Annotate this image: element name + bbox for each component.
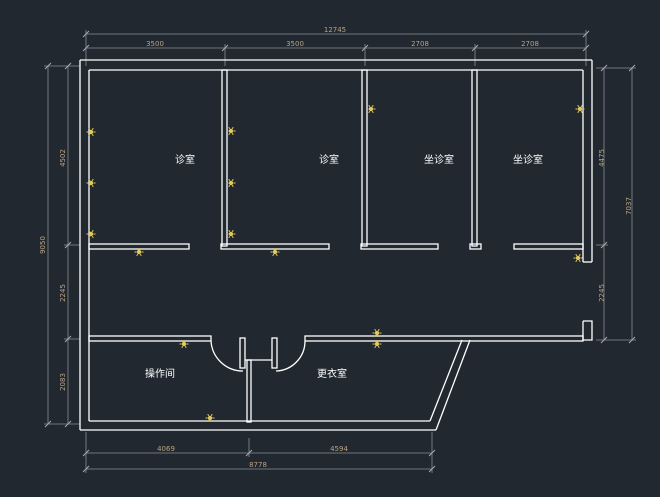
left-dimension-3: 2083 bbox=[59, 373, 67, 391]
partition-wall-1 bbox=[221, 69, 228, 247]
partition-wall-2 bbox=[361, 69, 368, 247]
room-labels: 诊室 诊室 坐诊室 坐诊室 操作间 更衣室 bbox=[145, 153, 543, 380]
corridor-wall-top-2 bbox=[220, 243, 330, 250]
ceiling-light-icon bbox=[134, 247, 144, 257]
ceiling-light-icon bbox=[270, 247, 280, 257]
left-dimension-2: 2245 bbox=[59, 284, 67, 302]
right-dimension-2: 2245 bbox=[598, 284, 606, 302]
ceiling-light-icon bbox=[226, 229, 236, 239]
ceiling-light-icon bbox=[179, 339, 189, 349]
corridor-wall-top-5 bbox=[513, 243, 584, 250]
ceiling-light-icon bbox=[86, 178, 96, 188]
light-fixtures bbox=[86, 104, 585, 423]
ceiling-light-icon bbox=[372, 328, 382, 338]
partition-wall-lower bbox=[246, 359, 252, 423]
top-dimension-4: 2708 bbox=[521, 40, 539, 48]
left-dimension-1: 4502 bbox=[59, 149, 67, 167]
door-swing-left bbox=[210, 340, 244, 372]
room-label-doctor-2: 坐诊室 bbox=[513, 153, 543, 166]
bottom-total-dimension: 8778 bbox=[249, 461, 267, 469]
ceiling-light-icon bbox=[205, 413, 215, 423]
room-label-changing: 更衣室 bbox=[317, 367, 347, 380]
ceiling-light-icon bbox=[372, 339, 382, 349]
ceiling-light-icon bbox=[86, 229, 96, 239]
door-swing-right bbox=[275, 340, 306, 372]
bottom-dimension-2: 4594 bbox=[330, 445, 348, 453]
right-dimensions: 7037 4475 2245 bbox=[596, 64, 636, 344]
bottom-dimensions: 4069 4594 8778 bbox=[82, 432, 436, 473]
top-total-dimension: 12745 bbox=[324, 26, 346, 34]
partition-wall-3 bbox=[471, 69, 478, 247]
corridor-wall-bottom-2 bbox=[304, 335, 584, 342]
room-label-consult-2: 诊室 bbox=[319, 153, 339, 166]
ceiling-light-icon bbox=[573, 253, 583, 263]
top-dimension-3: 2708 bbox=[411, 40, 429, 48]
right-total-dimension: 7037 bbox=[625, 197, 633, 215]
right-dimension-1: 4475 bbox=[598, 149, 606, 167]
room-label-operation: 操作间 bbox=[145, 367, 175, 380]
top-dimensions: 12745 3500 3500 2708 2708 bbox=[82, 26, 590, 66]
ceiling-light-icon bbox=[226, 178, 236, 188]
diagonal-wall bbox=[435, 339, 471, 431]
room-label-doctor-1: 坐诊室 bbox=[424, 153, 454, 166]
left-total-dimension: 9050 bbox=[39, 236, 47, 254]
corridor-wall-top-4 bbox=[469, 243, 482, 250]
ceiling-light-icon bbox=[226, 126, 236, 136]
ceiling-light-icon bbox=[86, 127, 96, 137]
room-label-consult-1: 诊室 bbox=[175, 153, 195, 166]
top-dimension-2: 3500 bbox=[286, 40, 304, 48]
bottom-dimension-1: 4069 bbox=[157, 445, 175, 453]
corridor-wall-top-3 bbox=[360, 243, 439, 250]
top-dimension-1: 3500 bbox=[146, 40, 164, 48]
left-dimensions: 9050 4502 2245 2083 bbox=[39, 62, 80, 428]
walls bbox=[79, 59, 593, 431]
corridor-wall-top-1 bbox=[88, 243, 190, 250]
ceiling-light-icon bbox=[575, 104, 585, 114]
corridor-wall-bottom-1 bbox=[88, 335, 212, 342]
outer-wall-right-lower bbox=[582, 320, 593, 341]
ceiling-light-icon bbox=[366, 104, 376, 114]
